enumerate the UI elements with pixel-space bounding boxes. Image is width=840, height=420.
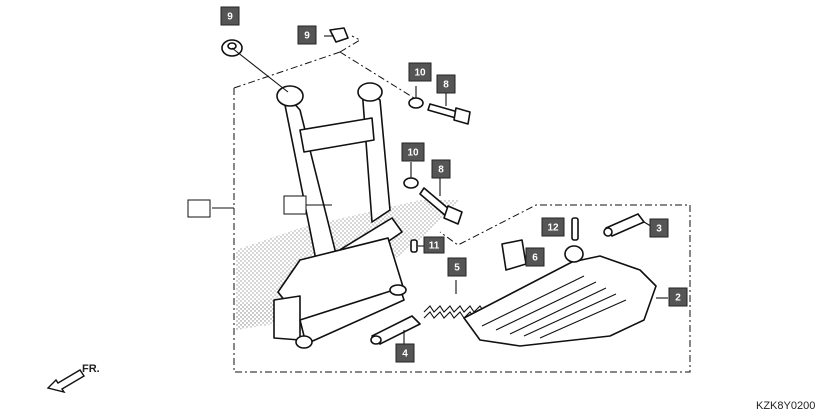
callout-number: 5: [454, 263, 460, 274]
callout-box: [525, 247, 545, 267]
callout-box: [541, 217, 565, 237]
direction-label: FR.: [82, 363, 100, 375]
bolt-upper: [427, 92, 471, 125]
flange-nut-a: [221, 39, 289, 93]
front-direction-arrow: FR.: [46, 363, 100, 394]
callout-box: [220, 6, 240, 26]
callout-box: [668, 287, 688, 307]
callout-number: 11: [429, 241, 440, 252]
callout-number: 8: [443, 80, 449, 91]
callout-9b: 9: [297, 25, 317, 45]
step-plate: [463, 245, 668, 347]
callout-number: 10: [407, 148, 419, 159]
callout-number: 12: [547, 223, 559, 234]
callout-3: 3: [649, 218, 669, 238]
washer-upper: [408, 86, 424, 109]
callout-box: [297, 25, 317, 45]
main-stand: [273, 82, 407, 349]
callout-number: 6: [532, 253, 538, 264]
washer-lower: [403, 162, 419, 189]
pin-11: [410, 239, 424, 253]
callout-box: [649, 218, 669, 238]
callout-box: [436, 74, 456, 94]
callout-number: 10: [414, 68, 426, 79]
callout-11: 11: [423, 236, 445, 254]
collar-6: [501, 239, 527, 271]
callout-12: 12: [541, 217, 565, 237]
pivot-shaft: [370, 315, 421, 346]
callouts: 9 9 10 8 10 8 12 3 11 6 5 2 4: [220, 6, 688, 363]
callout-number: 2: [675, 293, 681, 304]
callout-box: [431, 159, 451, 179]
callout-number: 4: [402, 349, 408, 360]
callout-5: 5: [447, 257, 467, 277]
callout-8a: 8: [436, 74, 456, 94]
callout-4: 4: [395, 343, 415, 363]
callout-box: [408, 62, 432, 82]
bolt-lower: [419, 176, 463, 225]
callout-box: [423, 236, 445, 254]
pin-12: [571, 217, 579, 241]
assembly-ref-box: [187, 199, 211, 218]
diagram-code: KZK8Y0200: [756, 400, 815, 412]
callout-number: 9: [304, 31, 310, 42]
callout-number: 9: [227, 12, 233, 23]
callout-10a: 10: [408, 62, 432, 82]
callout-box: [447, 257, 467, 277]
shaft-3: [603, 213, 655, 237]
callout-2: 2: [668, 287, 688, 307]
callout-8b: 8: [431, 159, 451, 179]
stand-ref-box: [283, 195, 307, 215]
callout-10b: 10: [401, 142, 425, 162]
callout-9a: 9: [220, 6, 240, 26]
callout-number: 8: [438, 165, 444, 176]
assembly-outline: [212, 35, 691, 373]
callout-box: [395, 343, 415, 363]
callout-6: 6: [525, 247, 545, 267]
flange-nut-b: [324, 27, 349, 43]
callout-number: 3: [656, 224, 662, 235]
callout-box: [401, 142, 425, 162]
